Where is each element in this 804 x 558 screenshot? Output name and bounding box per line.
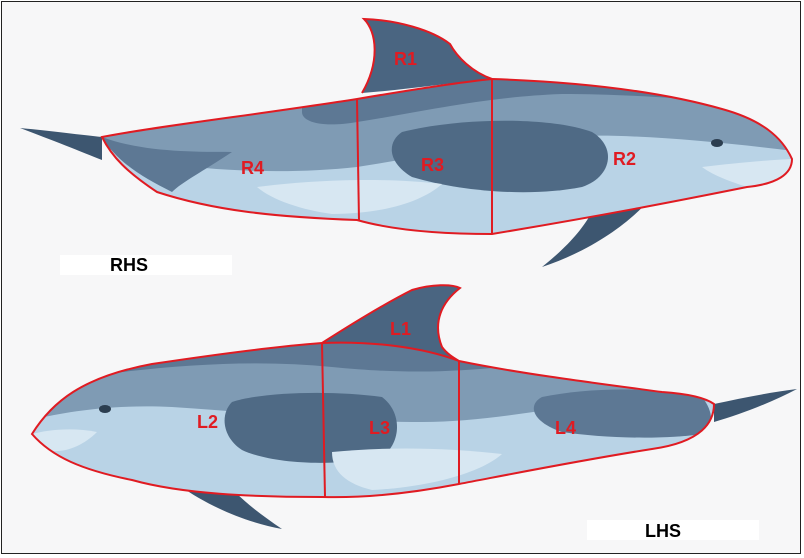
top-tail-fluke [20,128,102,160]
top-eye [711,139,723,147]
region-label-r4: R4 [241,158,264,178]
region-label-l2: L2 [197,412,218,432]
left-hand-side-label: LHS [587,520,759,540]
region-label-l1: L1 [390,319,411,339]
region-label-r3: R3 [421,155,444,175]
right-hand-side-label: RHS [60,255,232,275]
region-label-l4: L4 [555,418,576,438]
bottom-eye [99,405,111,413]
region-label-l3: L3 [369,418,390,438]
region-label-r2: R2 [613,149,636,169]
bottom-tail-fluke [714,389,797,422]
region-label-r1: R1 [394,49,417,69]
